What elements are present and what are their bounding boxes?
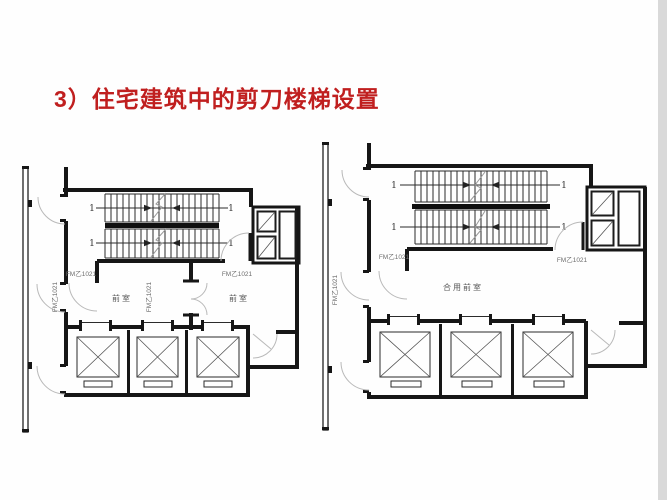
direction-arrow [172, 204, 180, 212]
corridor-wall [22, 166, 32, 433]
room-label: 前室 [112, 293, 132, 303]
elevator-car-door [461, 380, 493, 388]
stair-treads [414, 171, 548, 202]
scissor-staircase: 1 1 1 1 [391, 170, 567, 245]
direction-arrow [172, 239, 180, 247]
elevator-shafts [379, 314, 574, 388]
flight-number-mark: 1 [228, 239, 234, 249]
direction-arrow [144, 204, 152, 212]
flight-break-line [469, 171, 486, 202]
service-shafts [251, 205, 301, 265]
building-walls [60, 167, 299, 397]
direction-arrow [491, 223, 499, 231]
door-label: FM乙1021 [331, 274, 339, 305]
room-label: 合用前室 [443, 282, 483, 292]
building-walls [363, 143, 647, 399]
flight-break-line [469, 210, 486, 244]
flight-number-mark: 1 [89, 239, 95, 249]
right-edge-strip [658, 0, 667, 500]
flight-number-mark: 1 [561, 223, 567, 233]
direction-arrow [463, 223, 471, 231]
direction-arrow [463, 181, 471, 189]
corridor-wall [322, 142, 332, 431]
direction-arrow [144, 239, 152, 247]
elevator-car-door [143, 380, 173, 388]
door-label: FM乙1021 [222, 270, 253, 278]
door-label: FM乙1021 [145, 281, 153, 312]
flight-number-mark: 1 [89, 204, 95, 214]
flight-direction-line [400, 184, 560, 228]
flight-number-mark: 1 [561, 181, 567, 191]
elevator-car-door [533, 380, 565, 388]
elevator-car-door [203, 380, 233, 388]
door-label: FM乙1021 [557, 256, 588, 264]
door-arcs [340, 169, 616, 391]
scissor-staircase: 1 1 1 1 [89, 192, 234, 259]
stair-mid-wall [105, 223, 219, 228]
page-title: 3）住宅建筑中的剪刀楼梯设置 [54, 86, 380, 112]
room-label: 前室 [229, 293, 249, 303]
elevator-car-door [390, 380, 422, 388]
left-floor-plan: 1 1 1 1 [22, 166, 301, 433]
flight-break-line [150, 192, 167, 222]
elevator-shafts [76, 320, 240, 388]
elevator-car-door [83, 380, 113, 388]
stair-mid-wall [412, 204, 550, 209]
flight-number-mark: 1 [228, 204, 234, 214]
door-label: FM乙1021 [379, 253, 410, 261]
flight-number-mark: 1 [391, 223, 397, 233]
door-label: FM乙1021 [66, 270, 97, 278]
door-label: FM乙1021 [51, 281, 59, 312]
flight-number-mark: 1 [391, 181, 397, 191]
direction-arrow [491, 181, 499, 189]
flight-break-line [150, 228, 167, 258]
right-floor-plan: 1 1 1 1 [322, 142, 647, 431]
door-arcs [36, 196, 278, 395]
service-shafts [585, 185, 647, 252]
